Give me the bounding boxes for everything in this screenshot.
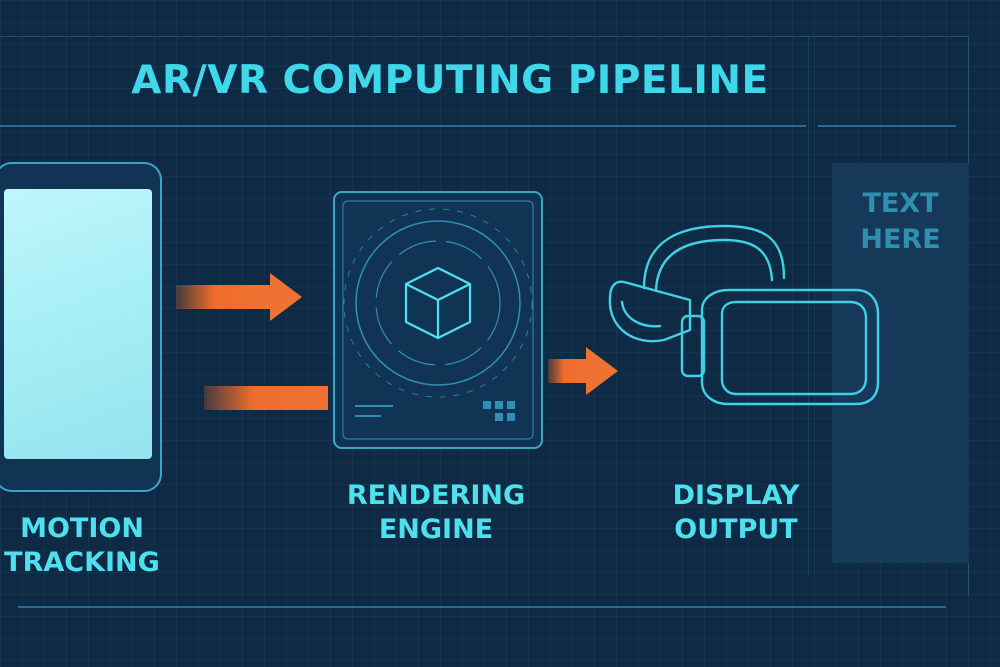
phone-screen xyxy=(4,189,152,459)
inner-vertical-line xyxy=(808,36,809,576)
arrow-upper-head xyxy=(270,273,302,321)
stage-label-rendering-engine: RENDERING ENGINE xyxy=(336,479,536,547)
arrow-lower-bar xyxy=(204,386,328,410)
stage-label-line-1: MOTION xyxy=(20,513,144,544)
top-frame-line xyxy=(0,36,968,37)
side-panel xyxy=(832,163,969,563)
stage-label-line-2: TRACKING xyxy=(4,547,160,578)
stage-label-line-2: ENGINE xyxy=(378,514,494,545)
smartphone-icon xyxy=(0,162,162,492)
top-divider-right xyxy=(818,125,956,127)
stage-label-line-1: RENDERING xyxy=(346,480,526,511)
side-text-line-2: HERE xyxy=(860,224,941,255)
diagram-title: AR/VR COMPUTING PIPELINE xyxy=(131,58,769,103)
arrow-to-display xyxy=(548,359,588,383)
bottom-divider xyxy=(18,606,946,608)
vr-headset-icon xyxy=(608,224,880,406)
stage-label-motion-tracking: MOTION TRACKING xyxy=(0,512,172,580)
arrow-to-display-head xyxy=(586,347,618,395)
side-placeholder-text: TEXT HERE xyxy=(832,186,969,258)
stage-label-line-1: DISPLAY xyxy=(672,480,800,511)
top-divider xyxy=(0,125,806,127)
rendering-engine-panel xyxy=(333,191,543,449)
stage-label-display-output: DISPLAY OUTPUT xyxy=(636,479,836,547)
arrow-upper xyxy=(176,285,272,309)
cube-icon xyxy=(404,266,472,340)
stage-label-line-2: OUTPUT xyxy=(674,514,798,545)
side-text-line-1: TEXT xyxy=(862,188,939,219)
